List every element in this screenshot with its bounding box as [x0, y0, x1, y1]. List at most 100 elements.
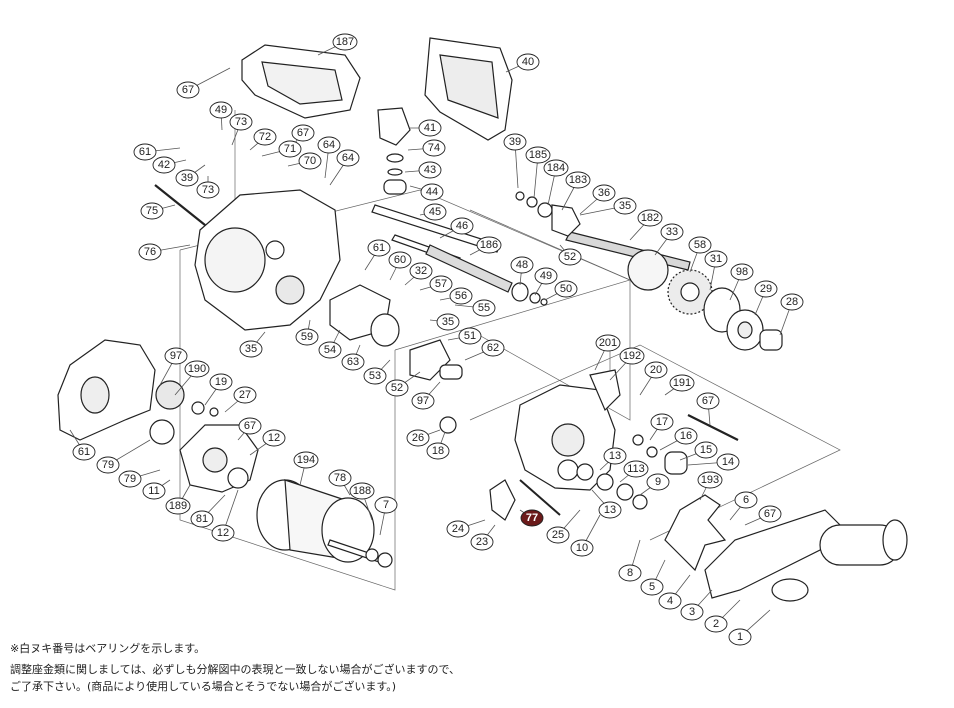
callout-bubble-188	[349, 482, 375, 500]
callout-bubble-12	[262, 429, 286, 447]
callout-bubble-67	[291, 124, 315, 142]
callout-bubble-64	[336, 149, 360, 167]
callout-58: 58	[688, 236, 712, 254]
callout-35: 35	[613, 197, 637, 215]
callout-31: 31	[704, 250, 728, 268]
callout-label-78: 78	[334, 472, 346, 484]
callout-bubble-61	[367, 239, 391, 257]
callout-label-32: 32	[415, 265, 427, 277]
callout-bubble-186	[476, 236, 502, 254]
callout-201: 201	[595, 334, 621, 352]
callout-bubble-40	[516, 53, 540, 71]
callout-bubble-24	[446, 520, 470, 538]
callout-113: 113	[623, 460, 649, 478]
callout-16: 16	[674, 427, 698, 445]
callout-label-73: 73	[235, 116, 247, 128]
callout-14: 14	[716, 453, 740, 471]
callout-52: 52	[558, 248, 582, 266]
pin-23	[519, 479, 561, 516]
callout-79: 79	[118, 470, 142, 488]
part-1	[771, 578, 809, 602]
callout-bubble-52	[385, 379, 409, 397]
callout-67: 67	[758, 505, 782, 523]
callout-label-7: 7	[383, 499, 389, 511]
callout-label-39: 39	[181, 172, 193, 184]
callout-bubble-49	[209, 101, 233, 119]
callout-9: 9	[646, 473, 670, 491]
callout-57: 57	[429, 275, 453, 293]
callout-12: 12	[211, 524, 235, 542]
callout-label-13: 13	[609, 450, 621, 462]
pin-75	[154, 184, 206, 226]
callout-label-6: 6	[743, 494, 749, 506]
callout-label-50: 50	[560, 283, 572, 295]
callout-62: 62	[481, 339, 505, 357]
callout-label-73: 73	[202, 184, 214, 196]
callout-label-184: 184	[547, 162, 565, 174]
callout-98: 98	[730, 263, 754, 281]
callout-label-19: 19	[215, 376, 227, 388]
callout-bubble-98	[730, 263, 754, 281]
callout-bubble-1	[728, 628, 752, 646]
callout-bubble-11	[142, 482, 166, 500]
callout-73: 73	[196, 181, 220, 199]
part-28	[759, 329, 783, 351]
callout-4: 4	[658, 592, 682, 610]
callout-label-60: 60	[394, 254, 406, 266]
callout-182: 182	[637, 209, 663, 227]
callout-label-67: 67	[297, 127, 309, 139]
callout-label-16: 16	[680, 430, 692, 442]
part-15	[664, 451, 688, 475]
callout-bubble-61	[133, 143, 157, 161]
callout-bubble-58	[688, 236, 712, 254]
callout-label-23: 23	[476, 536, 488, 548]
callout-bubble-18	[426, 442, 450, 460]
callout-bubble-201	[595, 334, 621, 352]
callout-bubble-44	[420, 183, 444, 201]
callout-bubble-192	[619, 347, 645, 365]
callout-label-45: 45	[429, 206, 441, 218]
callout-42: 42	[152, 156, 176, 174]
callout-label-52: 52	[564, 251, 576, 263]
callout-bubble-10	[570, 539, 594, 557]
callout-bubble-74	[422, 139, 446, 157]
callout-label-3: 3	[689, 606, 695, 618]
callout-97: 97	[411, 392, 435, 410]
callout-label-98: 98	[736, 266, 748, 278]
callout-bubble-51	[458, 327, 482, 345]
callout-bubble-57	[429, 275, 453, 293]
callout-bubble-41	[418, 119, 442, 137]
callout-bubble-67	[238, 417, 262, 435]
callout-bubble-33	[660, 223, 684, 241]
footnotes: ※白ヌキ番号はベアリングを示します。 調整座金類に関しましては、必ずしも分解図中…	[10, 640, 460, 695]
pin-19	[687, 414, 739, 441]
callout-label-36: 36	[598, 187, 610, 199]
callout-1: 1	[728, 628, 752, 646]
callout-label-190: 190	[188, 363, 206, 375]
callout-label-56: 56	[455, 290, 467, 302]
callout-label-9: 9	[655, 476, 661, 488]
callout-18: 18	[426, 442, 450, 460]
callout-label-18: 18	[432, 445, 444, 457]
callout-label-58: 58	[694, 239, 706, 251]
callout-bubble-62	[481, 339, 505, 357]
callout-label-70: 70	[304, 155, 316, 167]
callout-bubble-60	[388, 251, 412, 269]
callout-27: 27	[233, 386, 257, 404]
callout-bubble-15	[694, 441, 718, 459]
callout-bubble-13	[603, 447, 627, 465]
callout-bubble-7	[374, 496, 398, 514]
callout-81: 81	[190, 510, 214, 528]
callout-12: 12	[262, 429, 286, 447]
callout-bubble-191	[669, 374, 695, 392]
callout-bubble-72	[253, 128, 277, 146]
callout-label-59: 59	[301, 331, 313, 343]
callout-bubble-35	[613, 197, 637, 215]
callout-192: 192	[619, 347, 645, 365]
callout-label-35: 35	[245, 343, 257, 355]
callout-bubble-42	[152, 156, 176, 174]
callout-bubble-113	[623, 460, 649, 478]
callout-78: 78	[328, 469, 352, 487]
callout-183: 183	[565, 171, 591, 189]
callout-bubble-75	[140, 202, 164, 220]
